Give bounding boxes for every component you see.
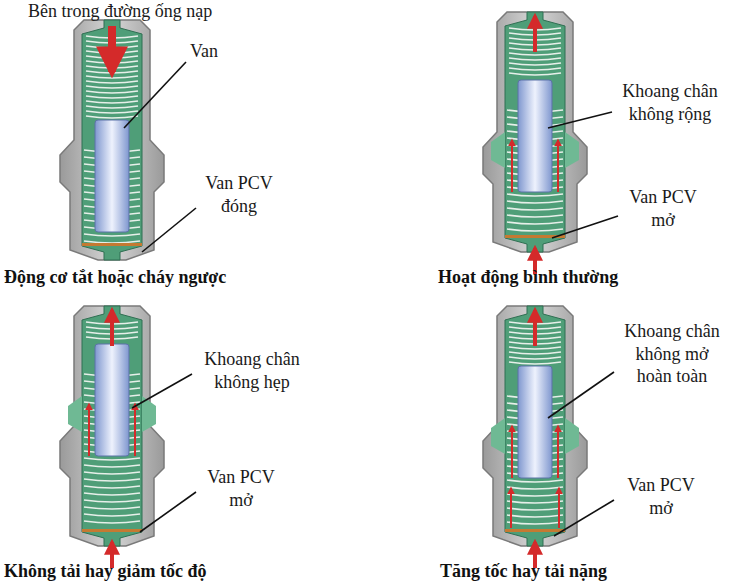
- part-label: Bên trong đường ống nạp: [28, 0, 212, 23]
- flow-arrow: [511, 310, 559, 568]
- leader-line: [548, 112, 612, 128]
- vacuum-cavity: [68, 396, 82, 432]
- leader-line: [140, 492, 196, 532]
- leader-line: [142, 208, 196, 252]
- valve-housing: [60, 306, 164, 546]
- vacuum-cavity: [565, 418, 579, 454]
- pcv-valve: [60, 306, 164, 568]
- flow-arrow: [112, 26, 113, 72]
- valve-housing: [60, 20, 164, 260]
- valve-housing: [483, 306, 587, 546]
- part-label: Khoang chân không mở hoàn toàn: [616, 320, 728, 388]
- seat-ring: [82, 243, 142, 246]
- leader-line: [552, 216, 618, 238]
- valve-chamber: [505, 12, 565, 252]
- spring: [507, 28, 563, 231]
- pcv-valve: [60, 20, 164, 260]
- vacuum-cavity: [491, 132, 505, 168]
- vacuum-cavity: [491, 418, 505, 454]
- part-label: Van PCV đóng: [196, 172, 282, 217]
- valve-chamber: [505, 306, 565, 546]
- pcv-valve: [483, 306, 587, 568]
- part-label: Van PCV mở: [198, 466, 284, 511]
- pcv-valve: [483, 12, 587, 274]
- valve-plunger: [95, 120, 129, 232]
- leader-line: [554, 500, 614, 536]
- valve-plunger: [95, 344, 129, 456]
- flow-arrow: [89, 310, 135, 568]
- part-label: Van PCV mở: [620, 186, 706, 231]
- part-label: Khoang chân không rộng: [614, 80, 726, 125]
- vacuum-cavity: [565, 132, 579, 168]
- leader-line: [124, 62, 186, 128]
- state-caption: Tăng tốc hay tải nặng: [440, 560, 607, 583]
- valve-plunger: [518, 80, 552, 192]
- state-caption: Không tải hay giảm tốc độ: [4, 560, 207, 583]
- seat-ring: [505, 529, 565, 532]
- leader-line: [548, 372, 614, 418]
- flow-arrow: [512, 16, 558, 274]
- state-caption: Động cơ tắt hoặc cháy ngược: [4, 266, 226, 289]
- spring: [84, 322, 140, 523]
- leader-line: [132, 374, 192, 408]
- seat-ring: [82, 529, 142, 532]
- part-label: Khoang chân không hẹp: [196, 348, 308, 393]
- part-label: Van: [190, 40, 218, 63]
- valve-plunger: [518, 366, 552, 478]
- part-label: Van PCV mở: [618, 474, 704, 519]
- spring: [507, 322, 563, 524]
- valve-chamber: [82, 20, 142, 260]
- valve-housing: [483, 12, 587, 252]
- state-caption: Hoạt động bình thường: [438, 266, 618, 289]
- valve-chamber: [82, 306, 142, 546]
